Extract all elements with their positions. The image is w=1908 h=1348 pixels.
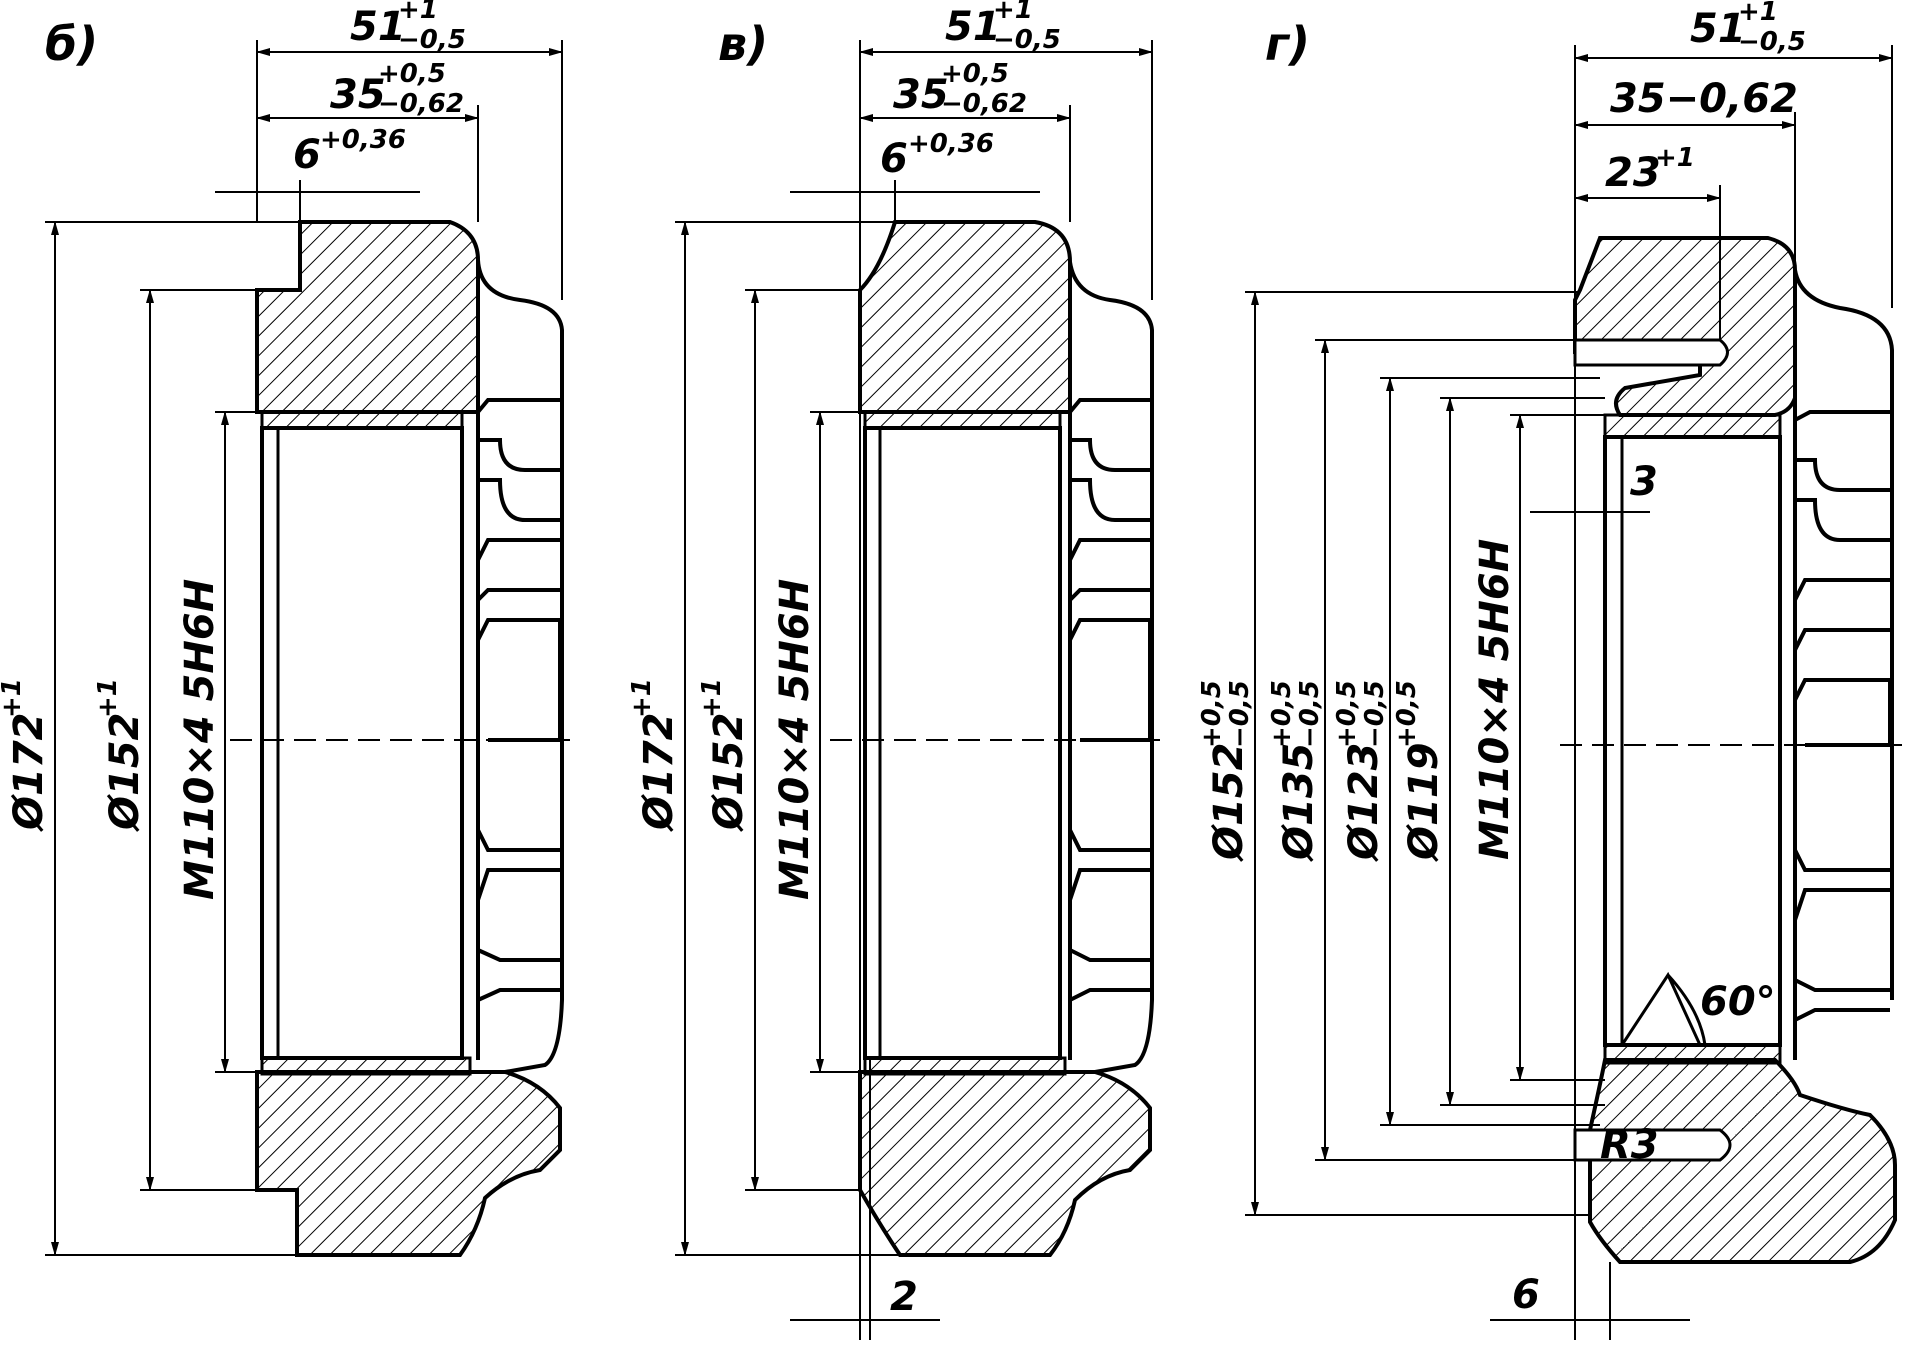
view-v-upper-thread-strip [863,410,1062,430]
svg-text:+1: +1 [697,678,727,718]
view-v-dim-35: 35 +0,5 −0,62 [893,59,1027,119]
view-b-dim-6: 6 +0,36 [293,125,406,178]
svg-text:+0,5: +0,5 [1267,680,1297,748]
svg-text:Ø152: Ø152 [706,713,752,833]
svg-text:−0,62: −0,62 [941,89,1027,119]
svg-text:+0,5: +0,5 [1392,680,1422,748]
svg-text:−0,5: −0,5 [1225,680,1255,748]
svg-text:+0,5: +0,5 [1332,680,1362,748]
svg-text:−0,5: −0,5 [398,25,466,55]
svg-text:Ø152: Ø152 [1206,743,1252,863]
view-b-outer-profile [476,259,564,1074]
view-b-bore [260,426,464,1060]
view-b-lower-section [255,1070,562,1257]
svg-text:51: 51 [945,4,1001,50]
view-g-dim-6: 6 [1512,1272,1540,1318]
view-b-dim-d152: Ø152 +1 [93,678,148,832]
view-v-dim-2: 2 [890,1274,918,1320]
svg-text:−0,62: −0,62 [378,89,464,119]
svg-text:+1: +1 [1738,0,1778,27]
svg-text:+0,5: +0,5 [941,59,1009,89]
view-v-dim-d172: Ø172 +1 [627,678,682,832]
view-v-dim-thread: M110×4 5H6H [772,579,818,900]
view-v-dim-6: 6 +0,36 [880,129,994,182]
view-v-dim-51: 51 +1 −0,5 [945,0,1061,55]
svg-text:Ø152: Ø152 [102,713,148,833]
view-g-slot-bottom [1573,1128,1732,1162]
view-g-bore [1603,435,1782,1047]
view-g-dim-d152: Ø152 +0,5 −0,5 [1197,680,1255,862]
view-g: г) [1197,0,1905,1340]
svg-text:−0,5: −0,5 [993,25,1061,55]
svg-text:35: 35 [893,72,949,118]
view-g-dim-d123: Ø123 +0,5 −0,5 [1332,680,1390,862]
svg-text:+0,5: +0,5 [378,59,446,89]
view-b-lower-thread-strip [260,1056,472,1076]
svg-text:51: 51 [1690,6,1746,52]
svg-text:6: 6 [880,136,908,182]
view-g-dim-3: 3 [1630,459,1658,505]
view-v-outer-profile [1068,261,1154,1074]
svg-text:−0,5: −0,5 [1360,680,1390,748]
view-g-dim-23: 23 +1 [1605,143,1695,196]
svg-text:6: 6 [293,132,321,178]
svg-text:+0,36: +0,36 [908,129,994,159]
view-g-dim-d135: Ø135 +0,5 −0,5 [1267,680,1325,862]
svg-text:M110×4 5H6H: M110×4 5H6H [177,579,223,900]
svg-text:Ø123: Ø123 [1341,743,1387,863]
view-b-upper-thread-strip [260,410,464,430]
view-g-dim-60: 60° [1700,979,1776,1025]
view-v-label: в) [718,17,768,71]
view-b-dim-51: 51 +1 −0,5 [350,0,466,55]
view-g-lower-thread-strip [1603,1043,1782,1065]
view-b-label: б) [45,17,98,71]
svg-text:Ø119: Ø119 [1401,743,1447,863]
svg-text:M110×4 5H6H: M110×4 5H6H [1472,539,1518,860]
svg-text:Ø135: Ø135 [1276,743,1322,863]
svg-text:+0,5: +0,5 [1197,680,1227,748]
view-g-chamfer-60 [1620,971,1707,1046]
view-b-dim-thread: M110×4 5H6H [177,579,223,900]
svg-text:Ø172: Ø172 [6,713,52,833]
view-v-lower-section [858,1070,1152,1257]
view-b-dim-35: 35 +0,5 −0,62 [330,59,464,119]
svg-text:51: 51 [350,4,406,50]
svg-text:+1: +1 [93,678,123,718]
view-v-dim-d152: Ø152 +1 [697,678,752,832]
view-v-upper-section [858,220,1072,414]
svg-text:+1: +1 [1655,143,1695,173]
svg-text:−0,5: −0,5 [1295,680,1325,748]
svg-text:23: 23 [1605,150,1661,196]
svg-text:+1: +1 [0,678,27,718]
view-g-dim-thread: M110×4 5H6H [1472,539,1518,860]
view-g-outer-profile [1793,269,1894,1060]
view-g-dim-35: 35−0,62 [1610,76,1798,122]
svg-text:−0,5: −0,5 [1738,27,1806,57]
view-g-dim-d119: Ø119 +0,5 [1392,680,1447,862]
view-g-upper-thread-strip [1603,413,1782,439]
view-g-label: г) [1265,17,1310,71]
view-g-upper-section [1573,236,1797,417]
svg-text:+1: +1 [398,0,438,25]
svg-text:+1: +1 [627,678,657,718]
svg-text:35: 35 [330,72,386,118]
svg-text:M110×4 5H6H: M110×4 5H6H [772,579,818,900]
svg-text:Ø172: Ø172 [636,713,682,833]
svg-text:+0,36: +0,36 [320,125,406,155]
view-b-upper-section [255,220,480,414]
view-g-slot-top [1573,338,1729,367]
view-b-dim-d172: Ø172 +1 [0,678,52,832]
view-v-lower-thread-strip [863,1056,1067,1076]
svg-text:+1: +1 [993,0,1033,25]
view-b: б) 51 +1 − [0,0,570,1257]
view-v-bore [863,426,1062,1060]
view-g-dim-51: 51 +1 −0,5 [1690,0,1806,57]
view-v: в) 51 +1 −0,5 35 +0,5 [627,0,1160,1340]
view-g-dim-r3: R3 [1600,1122,1659,1168]
